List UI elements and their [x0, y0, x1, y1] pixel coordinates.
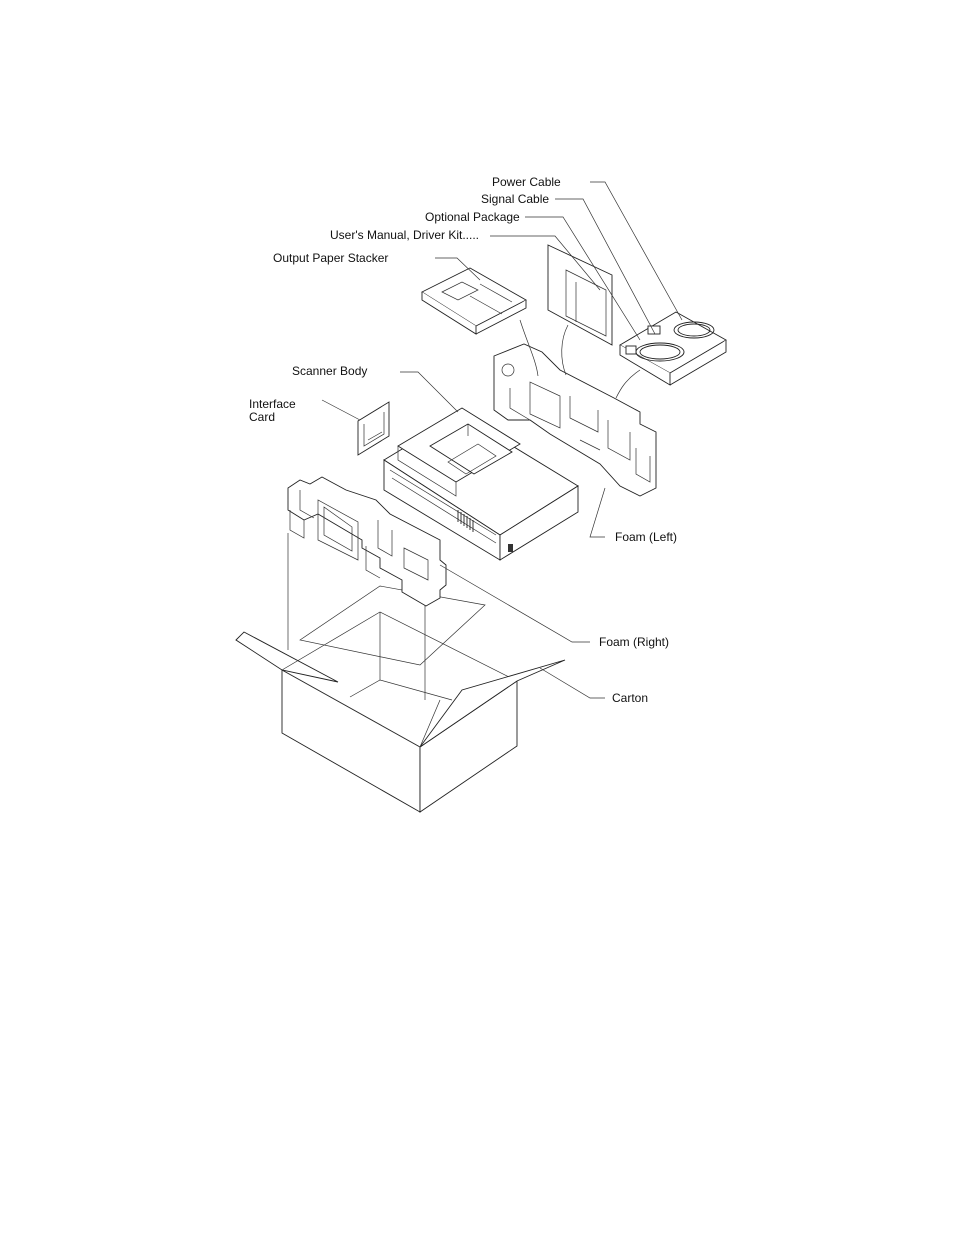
- interface-card-label-line2: Card: [249, 410, 276, 424]
- optional-package-drawing: [619, 311, 727, 386]
- leader-lines: [400, 181, 683, 699]
- interface-card-drawing: [321, 399, 390, 456]
- foam-right-drawing: [287, 476, 447, 607]
- guide-lines: [287, 533, 426, 700]
- scanner-body-label: Scanner Body: [292, 364, 368, 378]
- foam-left-label: Foam (Left): [615, 530, 678, 544]
- foam-right-label: Foam (Right): [599, 635, 670, 649]
- barcode-label: [457, 510, 474, 532]
- carton-drawing: [235, 585, 566, 813]
- optional-package-label: Optional Package: [425, 210, 520, 224]
- power-cable-label: Power Cable: [492, 175, 561, 189]
- carton-label: Carton: [612, 691, 649, 705]
- users-manual-drawing: [547, 244, 613, 346]
- output-paper-stacker-label: Output Paper Stacker: [273, 251, 389, 265]
- foam-left-drawing: [493, 343, 657, 497]
- output-paper-stacker-drawing: [421, 267, 527, 335]
- interface-card-label-line1: Interface: [249, 397, 296, 411]
- scanner-body-drawing: [383, 407, 579, 561]
- users-manual-label: User's Manual, Driver Kit.....: [330, 228, 479, 242]
- signal-cable-label: Signal Cable: [481, 192, 550, 206]
